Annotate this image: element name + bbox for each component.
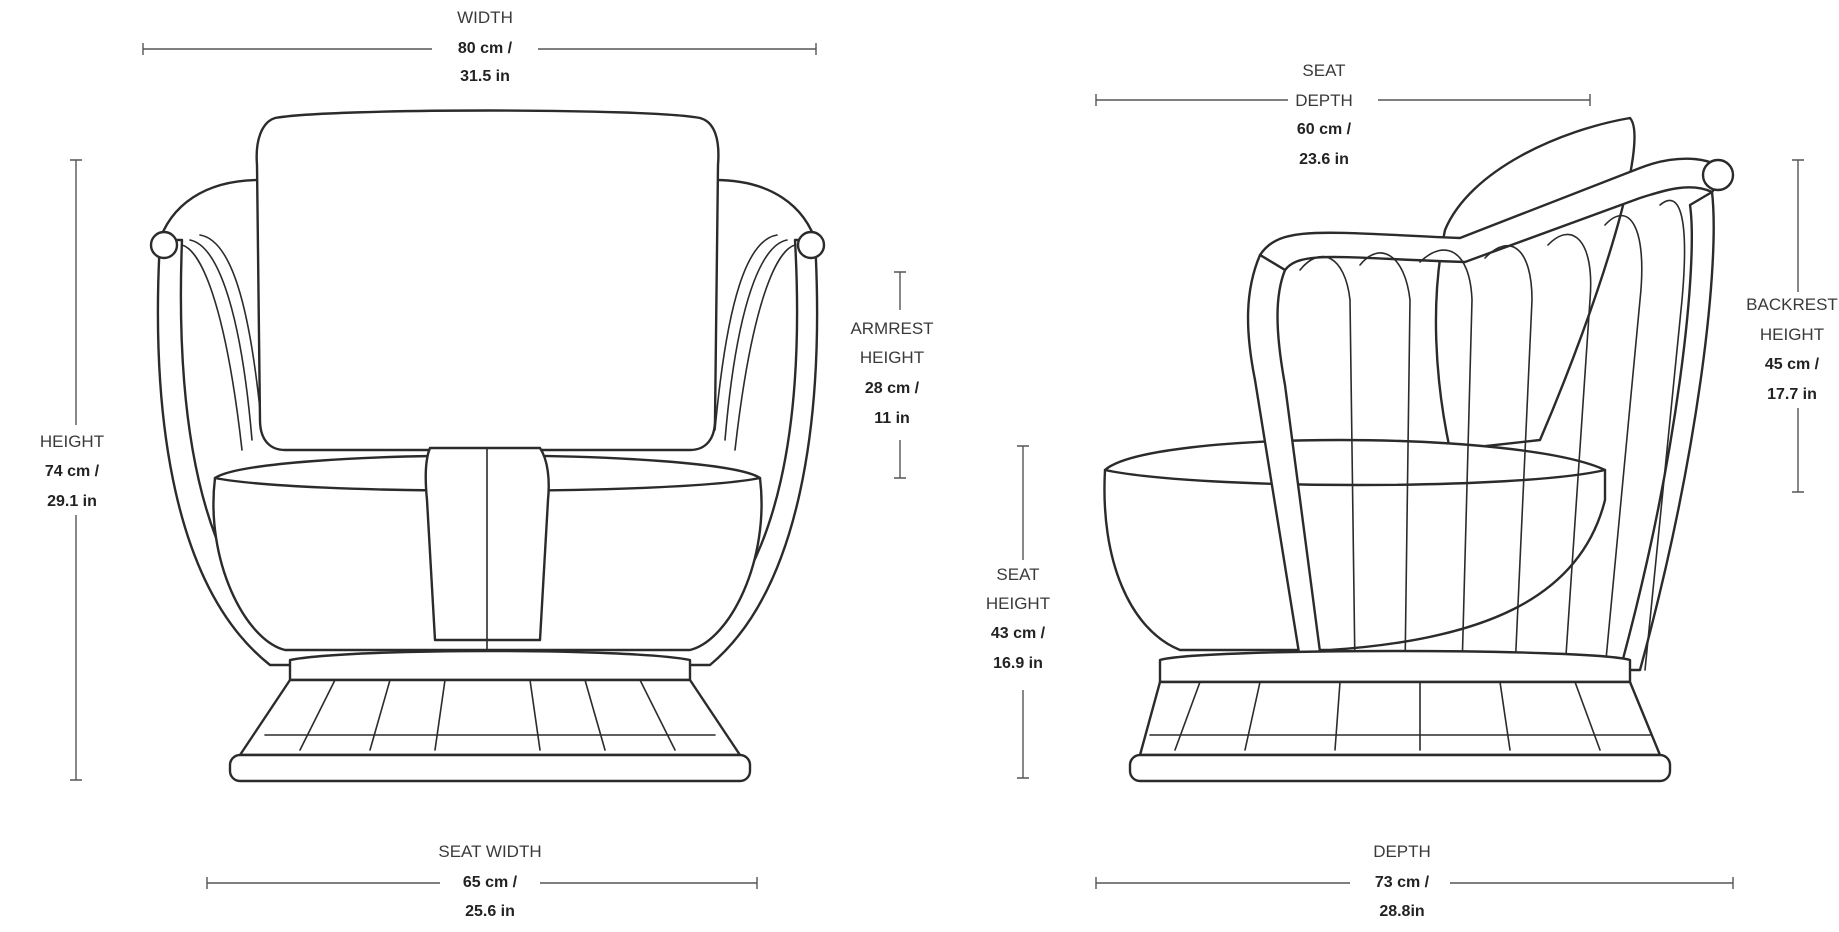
seat-height-dim-line [1017, 445, 1029, 779]
width-label: WIDTH [457, 8, 513, 27]
front-rib-left-1 [181, 244, 243, 451]
armrest-label-1: ARMREST [850, 319, 933, 338]
front-armrest-knob-left [149, 230, 179, 260]
side-plinth [1128, 753, 1672, 783]
seat-depth-label-1: SEAT [1302, 61, 1345, 80]
width-metric: 80 cm / [458, 40, 513, 57]
seat-height-label-2: HEIGHT [986, 594, 1050, 613]
side-frame-back-leg [1618, 190, 1715, 672]
height-label: HEIGHT [40, 432, 104, 451]
side-back-cushion [1434, 116, 1636, 452]
front-rib-right-1 [734, 244, 796, 451]
front-back-cushion [255, 109, 720, 452]
depth-dim-line [1095, 877, 1734, 889]
front-base-ring [288, 649, 692, 682]
side-seat-top-edge [1103, 468, 1607, 487]
front-base-cage [238, 678, 742, 757]
depth-imperial: 28.8in [1379, 903, 1424, 920]
side-rib-arches [1299, 199, 1686, 671]
width-dim-line [142, 43, 817, 55]
seat-depth-dim-line [1095, 94, 1591, 106]
backrest-imperial: 17.7 in [1767, 386, 1817, 403]
side-base-ring [1158, 649, 1632, 684]
seat-width-imperial: 25.6 in [465, 903, 515, 920]
side-base-legs [1149, 681, 1651, 751]
depth-metric: 73 cm / [1375, 874, 1430, 891]
side-base-cage [1138, 680, 1662, 757]
height-imperial: 29.1 in [47, 493, 97, 510]
armrest-imperial: 11 in [874, 410, 910, 427]
armrest-label-2: HEIGHT [860, 348, 924, 367]
seat-height-metric: 43 cm / [991, 625, 1046, 642]
armrest-metric: 28 cm / [865, 380, 920, 397]
armrest-dim-line [894, 271, 906, 479]
dimension-labels: WIDTH 80 cm / 31.5 in HEIGHT 74 cm / 29.… [40, 8, 1838, 920]
depth-label: DEPTH [1373, 842, 1431, 861]
seat-depth-label-2: DEPTH [1295, 91, 1353, 110]
seat-depth-imperial: 23.6 in [1299, 151, 1349, 168]
front-plinth [228, 753, 752, 783]
backrest-dim-line [1792, 159, 1804, 493]
width-imperial: 31.5 in [460, 68, 510, 85]
seat-height-imperial: 16.9 in [993, 655, 1043, 672]
side-frame-knob [1701, 158, 1735, 192]
side-seat-cushion [1103, 438, 1607, 652]
seat-width-dim-line [206, 877, 758, 889]
backrest-metric: 45 cm / [1765, 356, 1820, 373]
height-dim-line [70, 159, 82, 781]
front-rib-right-2 [724, 239, 788, 441]
side-view-chair [1103, 116, 1735, 783]
backrest-label-1: BACKREST [1746, 295, 1838, 314]
front-base-legs [264, 679, 716, 751]
dimension-lines [70, 43, 1804, 889]
seat-width-label: SEAT WIDTH [438, 842, 541, 861]
front-view-chair [149, 109, 826, 783]
front-rib-left-3 [199, 234, 263, 431]
seat-height-label-1: SEAT [996, 565, 1039, 584]
backrest-label-2: HEIGHT [1760, 325, 1824, 344]
front-rib-right-3 [714, 234, 778, 431]
seat-width-metric: 65 cm / [463, 874, 518, 891]
front-armrest-knob-right [796, 230, 826, 260]
height-metric: 74 cm / [45, 463, 100, 480]
seat-depth-metric: 60 cm / [1297, 121, 1352, 138]
front-rib-left-2 [189, 239, 253, 441]
